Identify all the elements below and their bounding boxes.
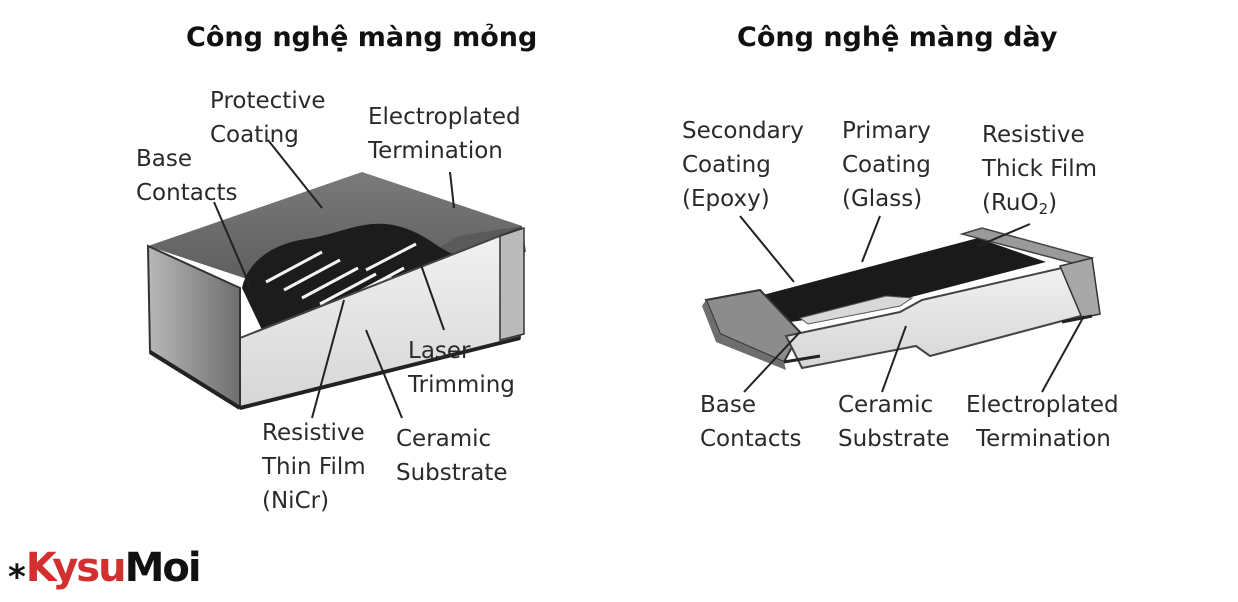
thin-film-chip xyxy=(146,172,526,410)
thin-film-title: Công nghệ màng mỏng xyxy=(186,22,538,53)
kysumoi-logo: ⁎ Kysu Moi xyxy=(8,545,202,591)
label-ceramic-substrate-thin: Ceramic Substrate xyxy=(396,426,508,486)
thick-film-chip xyxy=(702,227,1101,370)
label-secondary-coating: Secondary Coating (Epoxy) xyxy=(682,118,804,212)
label-electroplated-termination-thin: Electroplated Termination xyxy=(368,104,521,164)
label-base-contacts-thin: Base Contacts xyxy=(136,146,238,206)
label-protective-coating: Protective Coating xyxy=(210,88,326,148)
thin-film-leaders xyxy=(213,139,455,419)
label-primary-coating: Primary Coating (Glass) xyxy=(842,118,931,212)
thick-film-title: Công nghệ màng dày xyxy=(737,22,1058,53)
label-electroplated-termination-thick: Electroplated Termination xyxy=(966,392,1119,452)
label-base-contacts-thick: Base Contacts xyxy=(700,392,802,452)
label-laser-trimming: Laser Trimming xyxy=(408,338,515,398)
logo-mark-icon: ⁎ xyxy=(8,548,26,588)
label-ruo2: (RuO2) xyxy=(982,190,1058,218)
thick-film-leaders xyxy=(739,215,1085,393)
label-resistive-thick-film: Resistive Thick Film (RuO2) xyxy=(982,118,1097,226)
label-resistive-thin-film: Resistive Thin Film (NiCr) xyxy=(262,420,366,514)
label-ceramic-substrate-thick: Ceramic Substrate xyxy=(838,392,950,452)
